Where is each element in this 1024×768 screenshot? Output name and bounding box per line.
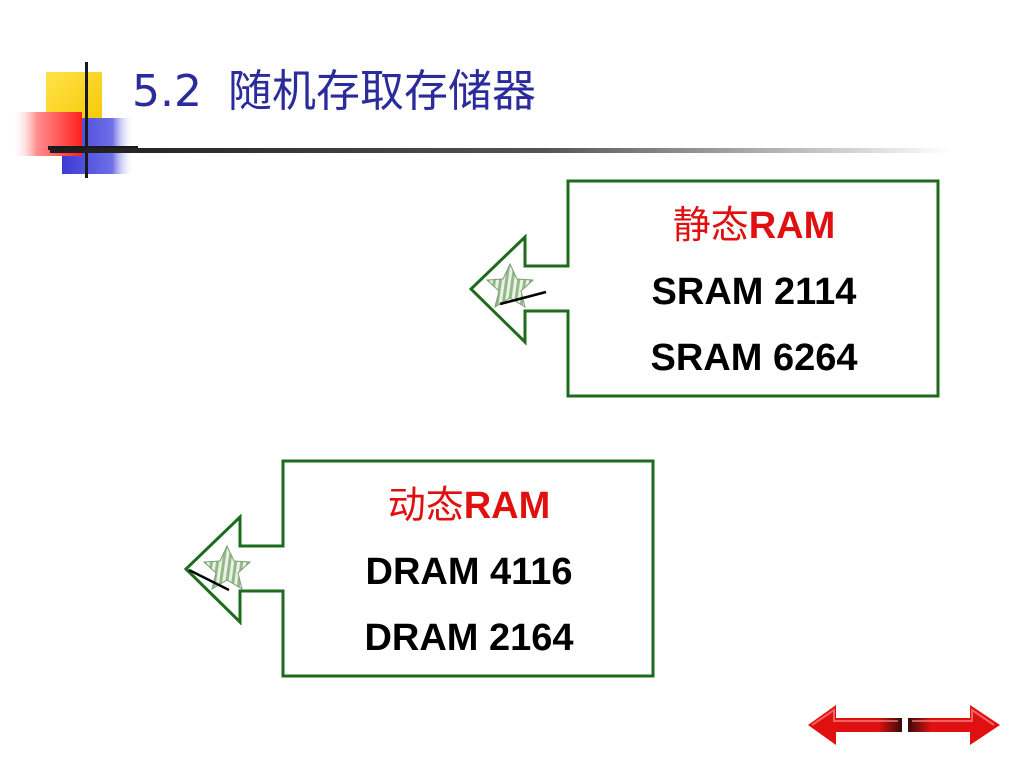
chip-line: DRAM 2164 — [364, 617, 574, 659]
chip-line: DRAM 4116 — [365, 551, 573, 593]
title-divider — [50, 148, 950, 153]
arrow-right-icon — [908, 705, 1000, 745]
callout-sram: 静态RAM SRAM 2114 SRAM 6264 — [460, 176, 950, 406]
previous-slide-button[interactable] — [804, 700, 906, 750]
callout-arrow-shape — [468, 179, 940, 398]
heading-latin: RAM — [748, 205, 836, 247]
colored-squares-logo-icon — [12, 62, 138, 178]
striped-star-icon — [188, 544, 252, 592]
callout-heading: 静态RAM — [568, 192, 940, 259]
callout-sram-text: 静态RAM SRAM 2114 SRAM 6264 — [568, 192, 940, 391]
heading-cjk: 静态 — [672, 203, 749, 247]
striped-star-icon — [485, 262, 547, 309]
chip-line: SRAM 6264 — [650, 337, 858, 379]
callout-dram-text: 动态RAM DRAM 4116 DRAM 2164 — [283, 472, 655, 671]
arrow-left-icon — [808, 705, 902, 745]
heading-cjk: 动态 — [387, 483, 464, 527]
title-number: 5.2 — [132, 66, 202, 117]
slide-title: 5.2 随机存取存储器 — [132, 62, 536, 122]
next-slide-button[interactable] — [904, 700, 1004, 750]
callout-dram: 动态RAM DRAM 4116 DRAM 2164 — [175, 456, 665, 686]
callout-heading: 动态RAM — [283, 472, 655, 539]
chip-line: SRAM 2114 — [651, 271, 857, 313]
heading-latin: RAM — [463, 485, 551, 527]
title-text: 随机存取存储器 — [227, 66, 536, 117]
callout-arrow-shape — [183, 459, 655, 678]
